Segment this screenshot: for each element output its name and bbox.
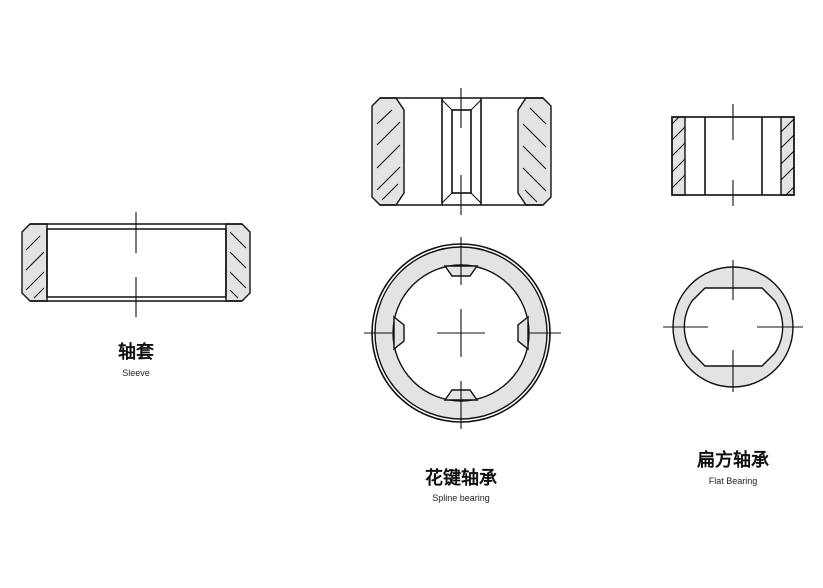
spline-bearing-subtitle: Spline bearing (432, 493, 490, 503)
flat-bearing-side-view (671, 104, 795, 206)
sleeve-drawing: 轴套 Sleeve (21, 212, 251, 378)
flat-bearing-title: 扁方轴承 (697, 449, 770, 471)
sleeve-title: 轴套 (118, 341, 154, 363)
sleeve-subtitle: Sleeve (122, 368, 150, 378)
spline-bearing-front-view: 花键轴承 Spline bearing (364, 237, 561, 503)
flat-bearing-subtitle: Flat Bearing (709, 476, 758, 486)
spline-bearing-side-view (371, 88, 552, 215)
flat-bearing-front-view: 扁方轴承 Flat Bearing (663, 260, 803, 486)
spline-bearing-title: 花键轴承 (425, 467, 498, 489)
